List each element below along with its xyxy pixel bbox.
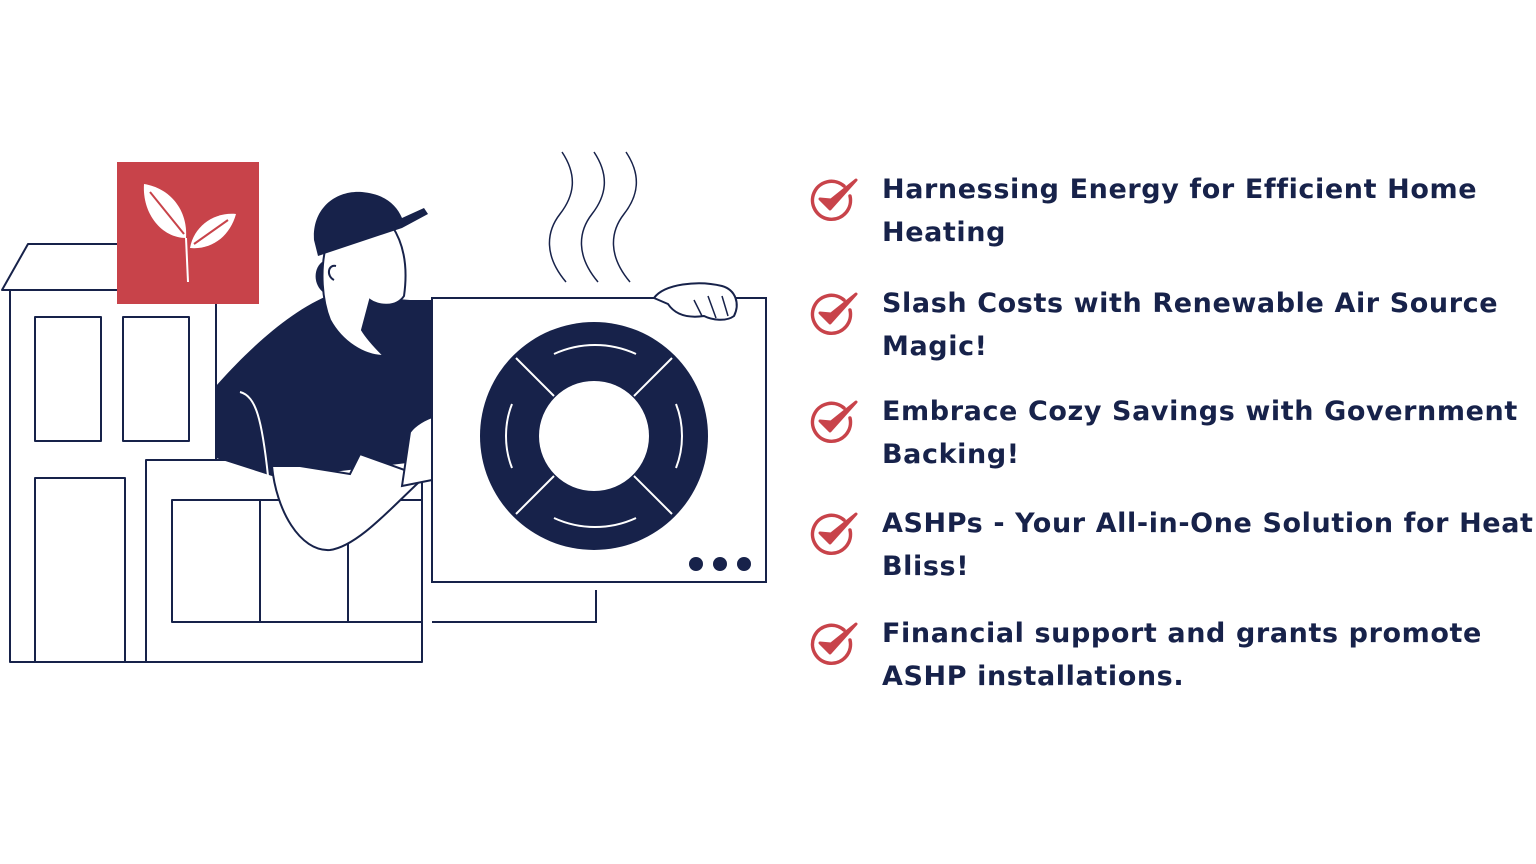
heat-pump-illustration [1, 151, 767, 663]
benefits-list: Harnessing Energy for Efficient Home Hea… [806, 168, 1536, 702]
benefit-text: Harnessing Energy for Efficient Home Hea… [882, 174, 1478, 248]
benefit-text: Slash Costs with Renewable Air Source Ma… [882, 288, 1499, 362]
leaf-sprout-icon [117, 162, 259, 304]
benefit-item: Embrace Cozy Savings with Government Bac… [806, 390, 1536, 502]
check-circle-icon [810, 292, 858, 335]
check-circle-icon [810, 512, 858, 555]
benefit-item: ASHPs - Your All-in-One Solution for Hea… [806, 502, 1536, 612]
heat-waves-icon [548, 151, 638, 283]
benefit-item: Slash Costs with Renewable Air Source Ma… [806, 282, 1536, 390]
benefit-text: ASHPs - Your All-in-One Solution for Hea… [882, 508, 1534, 582]
heat-pump-unit-icon [431, 282, 767, 623]
check-circle-icon [810, 622, 858, 665]
benefit-item: Harnessing Energy for Efficient Home Hea… [806, 168, 1536, 282]
check-circle-icon [810, 400, 858, 443]
benefit-text: Embrace Cozy Savings with Government Bac… [882, 396, 1518, 470]
benefit-text: Financial support and grants promote ASH… [882, 618, 1482, 692]
benefit-item: Financial support and grants promote ASH… [806, 612, 1536, 702]
check-circle-icon [810, 178, 858, 221]
